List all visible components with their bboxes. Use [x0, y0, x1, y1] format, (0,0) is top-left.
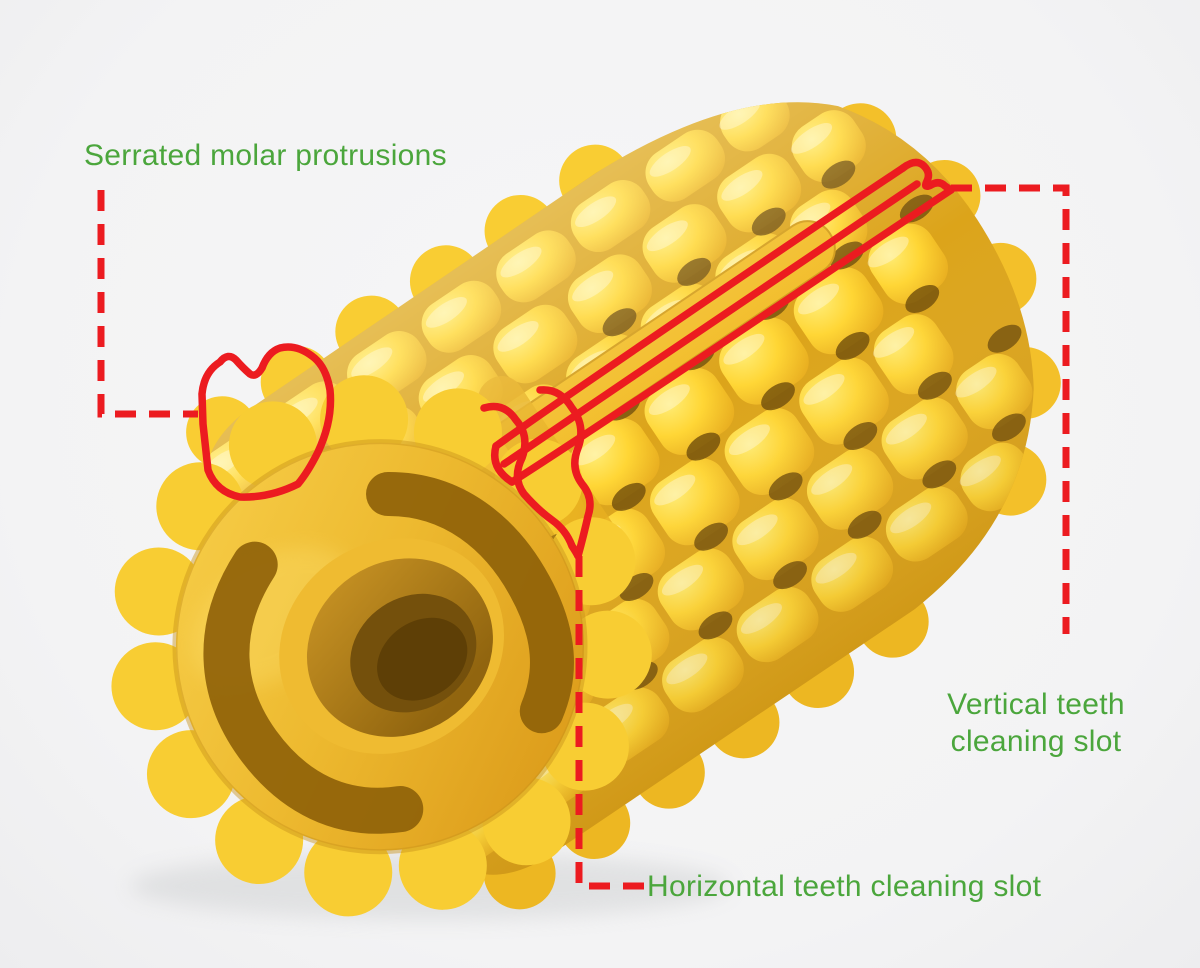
- red-callout-vertical-slot: [491, 158, 955, 486]
- red-callout-serrated-kernel: [198, 343, 335, 501]
- front-slot-left: [203, 541, 424, 834]
- dashed-leader-horizontal: [575, 556, 646, 890]
- center-hole: [279, 538, 505, 754]
- molar-tooth: [563, 610, 652, 699]
- label-vertical-line2: cleaning slot: [950, 725, 1122, 758]
- front-slot-right: [366, 472, 574, 734]
- label-vertical-line1: Vertical teeth: [947, 688, 1125, 721]
- dashed-leader-vertical: [951, 184, 1070, 634]
- label-horizontal-teeth-cleaning-slot: Horizontal teeth cleaning slot: [647, 870, 1042, 903]
- molar-tooth: [304, 828, 393, 917]
- dashed-leader-serrated: [97, 190, 198, 418]
- label-vertical-teeth-cleaning-slot: Vertical teeth cleaning slot: [916, 686, 1156, 760]
- molar-tooth: [320, 375, 409, 464]
- red-callout-horizontal-slot: [480, 386, 594, 560]
- label-serrated-molar-protrusions: Serrated molar protrusions: [84, 139, 447, 172]
